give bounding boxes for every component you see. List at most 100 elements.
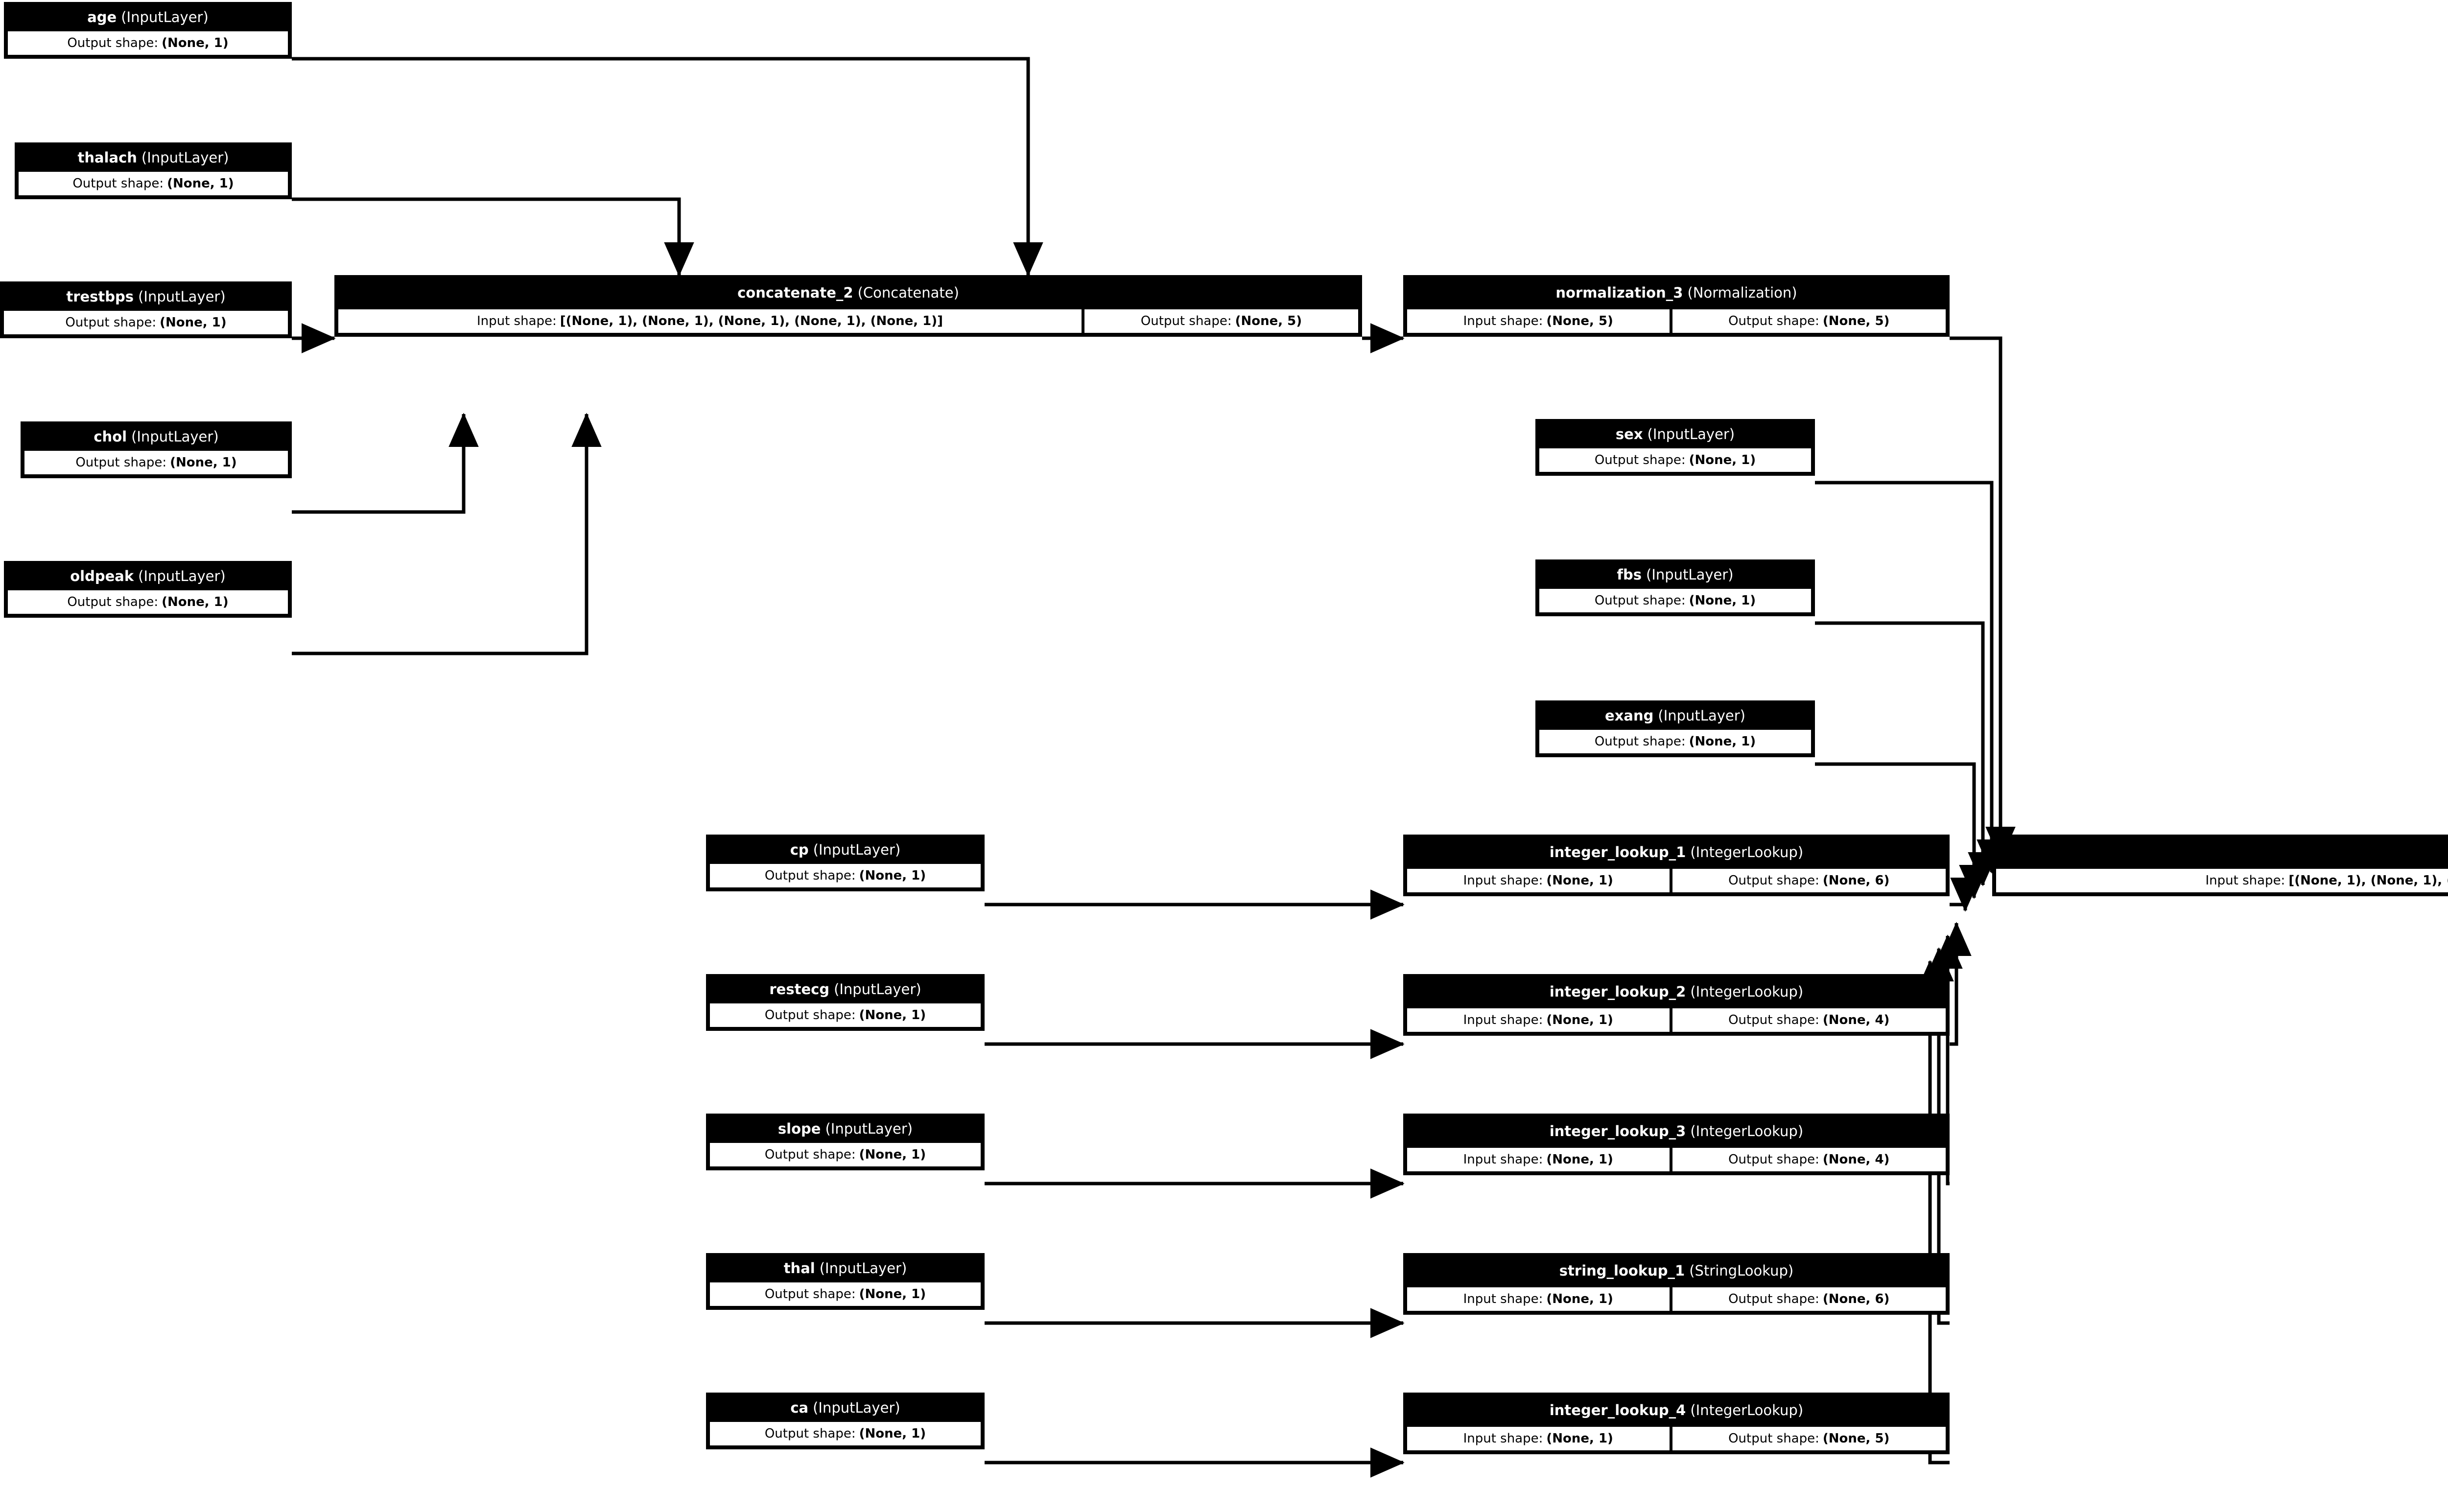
node-concatenate-2[interactable]: concatenate_2(Concatenate) Input shape:[…: [334, 275, 1362, 337]
input-shape-label: Input shape:: [2205, 873, 2285, 888]
output-shape-label: Output shape:: [764, 1147, 856, 1162]
layer-name: exang: [1605, 707, 1654, 724]
shape-row: Output shape:(None, 1): [6, 589, 289, 615]
layer-class: (InputLayer): [1658, 707, 1745, 724]
node-title: slope(InputLayer): [708, 1116, 982, 1141]
edge-integerlookup2-to-concatenate3: [1941, 922, 1972, 1046]
output-shape-cell: Output shape:(None, 1): [708, 1420, 982, 1447]
node-slope[interactable]: slope(InputLayer) Output shape:(None, 1): [706, 1114, 985, 1170]
node-chol[interactable]: chol(InputLayer) Output shape:(None, 1): [21, 421, 292, 478]
input-shape-label: Input shape:: [1463, 1292, 1543, 1306]
output-shape-cell: Output shape:(None, 1): [6, 30, 289, 56]
layer-class: (IntegerLookup): [1690, 844, 1804, 861]
layer-class: (Concatenate): [857, 284, 959, 301]
input-shape-cell: Input shape:(None, 5): [1406, 308, 1671, 334]
input-shape-value: [(None, 1), (None, 1), (None, 1), (None,…: [560, 314, 943, 328]
node-concatenate-3[interactable]: concatenate_3(Concatenate) Input shape:[…: [1992, 835, 2448, 896]
node-restecg[interactable]: restecg(InputLayer) Output shape:(None, …: [706, 974, 985, 1031]
node-thalach[interactable]: thalach(InputLayer) Output shape:(None, …: [15, 142, 292, 199]
node-title: chol(InputLayer): [23, 424, 289, 449]
layer-name: chol: [94, 428, 127, 445]
node-title: trestbps(InputLayer): [2, 284, 289, 309]
output-shape-label: Output shape:: [1728, 1292, 1819, 1306]
node-string-lookup-1[interactable]: string_lookup_1(StringLookup) Input shap…: [1403, 1253, 1950, 1315]
input-shape-value: (None, 1): [1546, 873, 1613, 888]
output-shape-value: (None, 1): [859, 1426, 926, 1441]
node-title: integer_lookup_1(IntegerLookup): [1406, 837, 1947, 867]
shape-row: Output shape:(None, 1): [6, 30, 289, 56]
node-integer-lookup-2[interactable]: integer_lookup_2(IntegerLookup) Input sh…: [1403, 974, 1950, 1036]
layer-class: (InputLayer): [138, 568, 226, 584]
input-shape-value: (None, 5): [1546, 314, 1613, 328]
layer-name: integer_lookup_4: [1549, 1402, 1686, 1419]
output-shape-value: (None, 1): [859, 1008, 926, 1023]
output-shape-value: (None, 1): [1689, 593, 1756, 608]
input-shape-label: Input shape:: [1463, 1013, 1543, 1027]
layer-name: thal: [783, 1260, 815, 1277]
output-shape-value: (None, 1): [162, 36, 229, 50]
input-shape-label: Input shape:: [1463, 873, 1543, 888]
node-title: sex(InputLayer): [1538, 421, 1812, 447]
layer-class: (InputLayer): [1647, 426, 1735, 442]
node-title: concatenate_2(Concatenate): [337, 278, 1360, 308]
node-cp[interactable]: cp(InputLayer) Output shape:(None, 1): [706, 835, 985, 891]
node-integer-lookup-1[interactable]: integer_lookup_1(IntegerLookup) Input sh…: [1403, 835, 1950, 896]
node-integer-lookup-4[interactable]: integer_lookup_4(IntegerLookup) Input sh…: [1403, 1393, 1950, 1454]
node-fbs[interactable]: fbs(InputLayer) Output shape:(None, 1): [1535, 559, 1815, 616]
output-shape-value: (None, 6): [1822, 873, 1890, 888]
node-title: age(InputLayer): [6, 4, 289, 30]
output-shape-cell: Output shape:(None, 1): [17, 170, 289, 197]
shape-row: Input shape:(None, 5) Output shape: (None…: [1406, 308, 1948, 334]
layer-class: (IntegerLookup): [1690, 983, 1804, 1000]
layer-class: (Normalization): [1687, 284, 1797, 301]
output-shape-value: (None, 1): [167, 176, 234, 191]
output-shape-cell: Output shape:(None, 1): [2, 309, 289, 336]
shape-row: Output shape:(None, 1): [708, 1420, 982, 1447]
edge-chol-to-concatenate2: [292, 413, 479, 514]
shape-row: Output shape:(None, 1): [708, 1002, 982, 1028]
node-exang[interactable]: exang(InputLayer) Output shape:(None, 1): [1535, 700, 1815, 757]
node-normalization-3[interactable]: normalization_3(Normalization) Input sha…: [1403, 275, 1950, 337]
input-shape-value: [(None, 1), (None, 1), (None, 1), (None,…: [2288, 873, 2448, 888]
output-shape-cell: Output shape:(None, 4): [1671, 1007, 1948, 1033]
node-title: string_lookup_1(StringLookup): [1406, 1256, 1947, 1286]
layer-class: (InputLayer): [825, 1120, 913, 1137]
shape-row: Input shape:(None, 1) Output shape:(None…: [1406, 1425, 1948, 1452]
node-age[interactable]: age(InputLayer) Output shape:(None, 1): [4, 2, 292, 59]
output-shape-label: Output shape:: [764, 1287, 856, 1302]
layer-class: (StringLookup): [1689, 1262, 1794, 1279]
output-shape-label: Output shape:: [1728, 1013, 1819, 1027]
shape-row: Input shape:[(None, 1), (None, 1), (None…: [337, 308, 1360, 334]
node-sex[interactable]: sex(InputLayer) Output shape:(None, 1): [1535, 419, 1815, 476]
layer-name: ca: [790, 1399, 809, 1416]
output-shape-label: Output shape:: [1594, 453, 1686, 467]
node-integer-lookup-3[interactable]: integer_lookup_3(IntegerLookup) Input sh…: [1403, 1114, 1950, 1175]
input-shape-cell: Input shape:[(None, 1), (None, 1), (None…: [1995, 867, 2448, 894]
shape-row: Output shape:(None, 1): [17, 170, 289, 197]
node-title: normalization_3(Normalization): [1406, 278, 1947, 308]
input-shape-cell: Input shape:(None, 1): [1406, 1146, 1671, 1173]
output-shape-cell: Output shape:(None, 1): [1538, 447, 1812, 473]
output-shape-cell: Output shape:(None, 1): [708, 1281, 982, 1307]
layer-name: integer_lookup_2: [1549, 983, 1686, 1000]
edge-sex-to-concatenate3: [1815, 481, 2007, 874]
node-thal[interactable]: thal(InputLayer) Output shape:(None, 1): [706, 1253, 985, 1310]
output-shape-value: (None, 1): [859, 1287, 926, 1302]
node-ca[interactable]: ca(InputLayer) Output shape:(None, 1): [706, 1393, 985, 1449]
layer-class: (InputLayer): [813, 1399, 900, 1416]
node-oldpeak[interactable]: oldpeak(InputLayer) Output shape:(None, …: [4, 561, 292, 618]
layer-name: fbs: [1617, 566, 1642, 583]
layer-class: (InputLayer): [1646, 566, 1734, 583]
edge-integerlookup1-to-concatenate3: [1950, 877, 1980, 912]
node-title: concatenate_3(Concatenate): [1995, 837, 2448, 867]
shape-row: Input shape:[(None, 1), (None, 1), (None…: [1995, 867, 2448, 894]
layer-name: concatenate_2: [737, 284, 853, 301]
shape-row: Output shape:(None, 1): [23, 449, 289, 476]
output-shape-label: Output shape:: [1728, 314, 1819, 328]
output-shape-cell: Output shape:(None, 5): [1671, 1425, 1948, 1452]
output-shape-cell: Output shape:(None, 6): [1671, 867, 1948, 894]
node-trestbps[interactable]: trestbps(InputLayer) Output shape:(None,…: [0, 281, 292, 338]
output-shape-cell: Output shape:(None, 1): [23, 449, 289, 476]
